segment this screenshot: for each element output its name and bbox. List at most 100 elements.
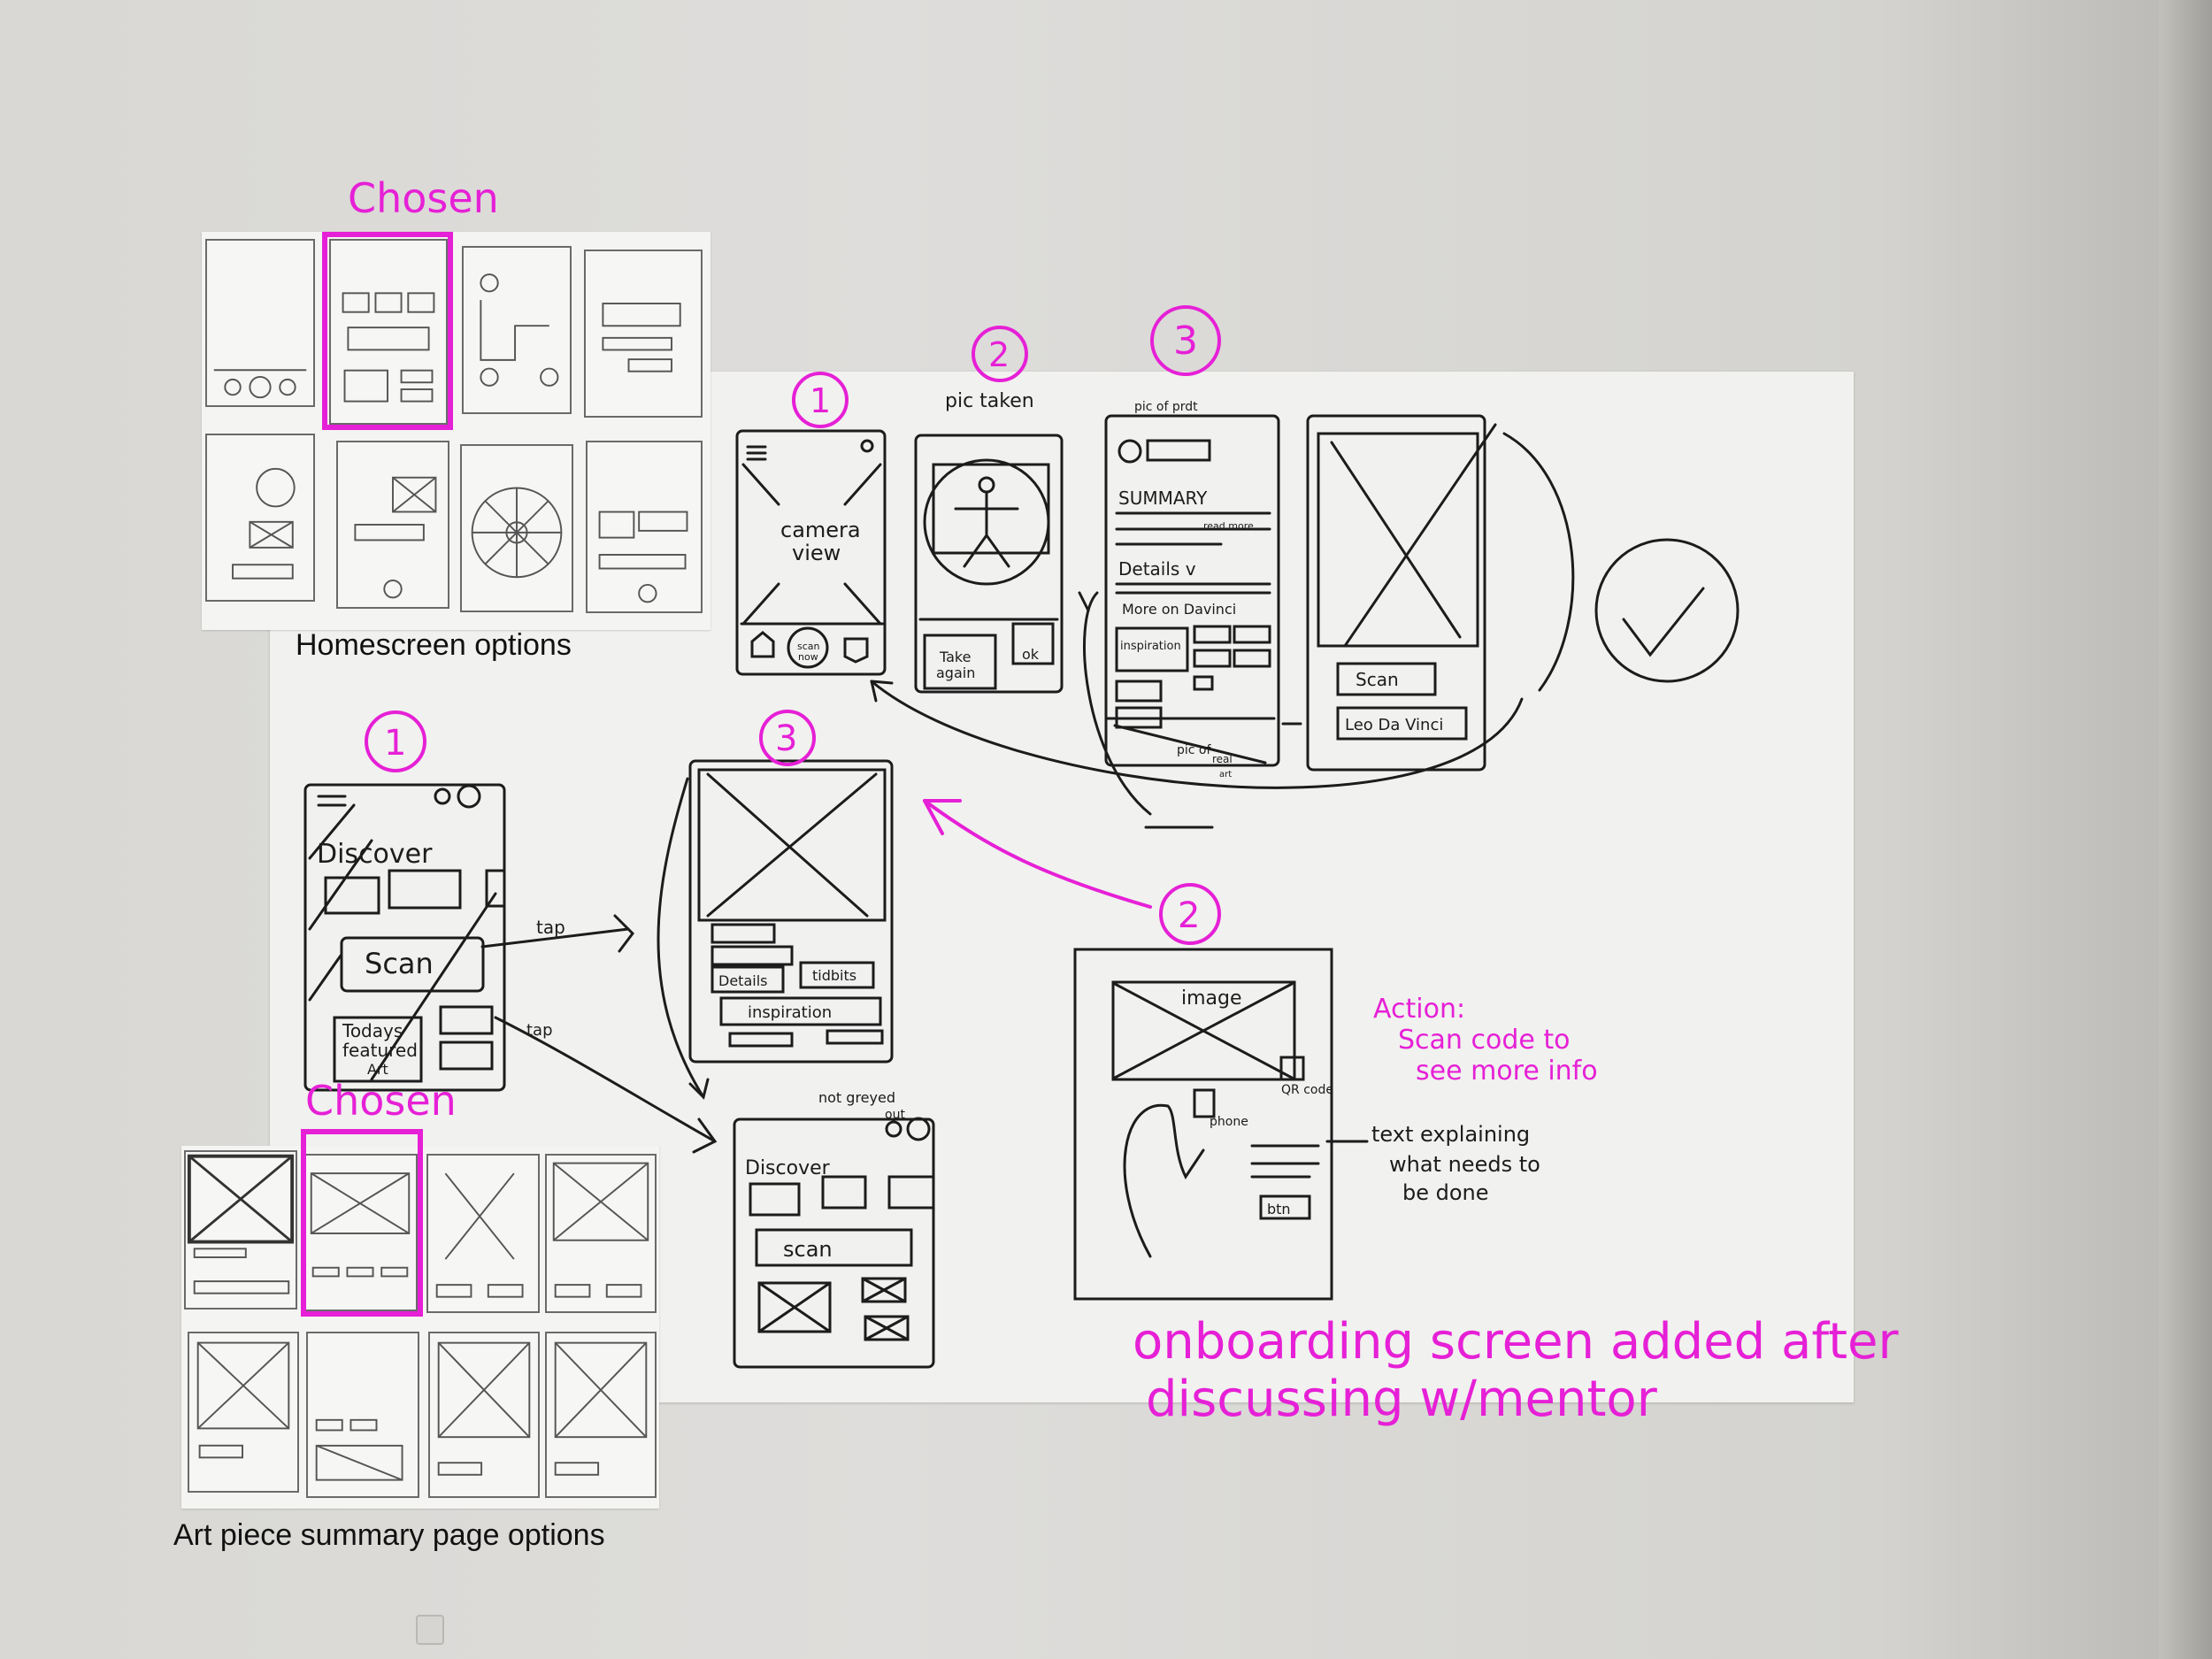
onboarding-note-1: onboarding screen added after [1133,1313,1899,1371]
chosen-label-top: Chosen [348,174,499,222]
camera-view-label-2: view [792,541,841,565]
qr-code-label: QR code [1281,1083,1333,1097]
homescreen-thumb-5 [205,434,315,602]
text-explaining-3: be done [1402,1180,1489,1205]
check-circle [1594,538,1740,683]
ok-button [1011,622,1055,665]
summary-thumb-4 [545,1154,657,1313]
step-3-circle-mid [759,710,816,766]
inspiration-card-label: inspiration [1120,640,1181,653]
btn-label: btn [1267,1201,1291,1217]
take-again-button [923,634,997,690]
homescreen-thumb-3 [462,246,572,414]
summary-thumb-7 [428,1332,540,1498]
ok-label: ok [1022,646,1040,663]
pic-of-real-art-2: real [1212,753,1233,765]
step-1-number-top: 1 [810,381,831,420]
discover-ungreyed-screen [733,1118,935,1369]
text-explaining-1: text explaining [1371,1122,1530,1147]
summary-heading: SUMMARY [1118,488,1208,509]
step-1-circle-home [365,710,426,772]
homescreen-thumb-7 [460,444,573,612]
pic-taken-screen [914,434,1064,694]
image-label: image [1181,987,1242,1010]
artwork-screen [1306,414,1486,772]
tap-note-1: tap [536,917,565,938]
pic-of-real-art-1: pic of [1177,743,1211,757]
homescreen-thumb-2 [329,239,448,425]
scan-button-label: Scan [1356,669,1399,690]
details-dropdown: Details v [1118,558,1196,580]
inspiration-button-label: inspiration [748,1003,832,1022]
summary-thumb-1 [184,1150,297,1310]
take-again-label-1: Take [939,649,971,665]
art-detail-screen [688,759,894,1064]
homescreen-caption: Homescreen options [296,628,572,662]
summary-screen [1104,414,1280,767]
camera-view-label-1: camera [780,518,861,542]
tidbits-button-label: tidbits [812,967,856,984]
onboarding-note-2: discussing w/mentor [1146,1371,1658,1428]
action-note-1: Action: [1373,994,1465,1025]
summary-thumb-8 [545,1332,657,1498]
step-2-number-mid: 2 [1178,895,1200,936]
step-1-number-home: 1 [384,723,406,764]
camera-view-screen [735,429,887,676]
wall-outlet [416,1615,444,1645]
step-2-circle-top [972,326,1028,382]
step-3-number-mid: 3 [775,718,797,759]
todays-featured-3: Art [367,1061,388,1078]
todays-featured-1: Todays [342,1020,403,1041]
not-greyed-note-2: out [885,1108,905,1122]
action-note-2: Scan code to [1398,1025,1570,1056]
tidbits-button [799,961,875,989]
phone-label: phone [1210,1115,1248,1129]
summary-thumb-5 [188,1332,299,1493]
discover-home-screen [303,783,506,1092]
chosen-summary-highlight [301,1129,423,1317]
action-note-3: see more info [1416,1056,1598,1087]
pic-taken-note: pic taken [945,390,1034,412]
details-button [710,965,785,994]
chosen-label-bottom: Chosen [305,1077,457,1125]
tap-note-2: tap [526,1021,553,1040]
take-again-label-2: again [936,664,975,681]
step-3-circle-top [1150,305,1221,376]
not-greyed-note-1: not greyed [818,1089,895,1106]
more-on-davinci-heading: More on Davinci [1122,601,1236,618]
onboarding-screen [1073,948,1333,1301]
pic-of-prdt-note: pic of prdt [1134,400,1198,414]
scan-now-label-2: now [798,651,818,663]
scan-now-label-1: scan [797,641,820,652]
scan-button-label-home: Scan [365,947,434,980]
step-3-number-top: 3 [1173,319,1198,364]
read-more-link: read more [1203,520,1254,532]
homescreen-thumb-4 [584,250,703,418]
scan-button-sketch [1336,662,1437,696]
wall-corner-shadow [2159,0,2212,1659]
summary-thumb-2 [303,1154,418,1311]
summary-caption: Art piece summary page options [173,1518,605,1552]
todays-featured-art-card [333,1016,423,1083]
summary-thumb-3 [426,1154,540,1313]
todays-featured-2: featured [342,1040,418,1061]
leo-button-label: Leo Da Vinci [1345,716,1443,734]
pic-of-real-art-3: art [1219,770,1232,780]
step-2-number-top: 2 [988,335,1010,374]
chosen-homescreen-highlight [322,232,453,430]
inspiration-button [719,996,882,1026]
step-1-circle-top [792,372,849,428]
scan-now-button [787,626,829,669]
text-explaining-2: what needs to [1389,1152,1540,1177]
homescreen-thumb-6 [336,441,449,609]
summary-thumb-6 [306,1332,419,1498]
discover-heading: Discover [317,839,433,870]
step-2-circle-mid [1159,883,1221,945]
scan-label-2: scan [783,1237,833,1262]
details-button-label: Details [718,972,767,989]
discover-heading-2: Discover [745,1157,831,1179]
phone-icon [1193,1088,1216,1118]
homescreen-thumb-1 [205,239,315,407]
homescreen-thumb-8 [586,441,703,613]
